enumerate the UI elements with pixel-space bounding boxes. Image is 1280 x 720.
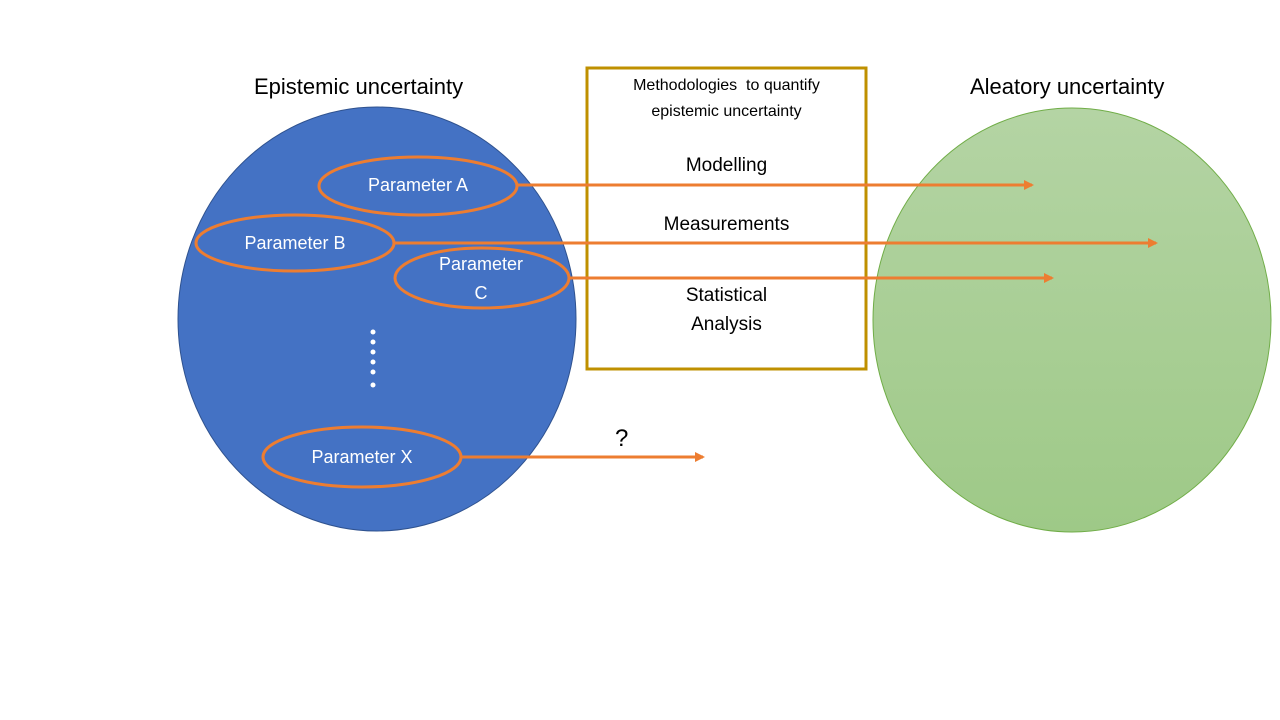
- methodologies-box: [585, 66, 868, 371]
- epistemic-title: Epistemic uncertainty: [254, 74, 464, 99]
- method-analysis: Analysis: [691, 314, 762, 335]
- parameter-x-label: Parameter X: [311, 447, 413, 467]
- method-measurements: Measurements: [663, 214, 790, 235]
- parameter-a-label: Parameter A: [367, 175, 469, 195]
- parameter-x-ellipse: [261, 425, 463, 489]
- aleatory-title: Aleatory uncertainty: [970, 74, 1165, 99]
- vertical-ellipsis-dots: [370, 329, 376, 388]
- parameter-b-ellipse: [194, 213, 396, 273]
- method-modelling: Modelling: [685, 155, 768, 176]
- method-statistical: Statistical: [685, 285, 768, 306]
- methodologies-title-line2: epistemic uncertainty: [651, 103, 802, 120]
- aleatory-circle: [872, 107, 1272, 533]
- methodologies-title: Methodologies to quantify epistemic unce…: [589, 73, 864, 125]
- parameter-b-label: Parameter B: [244, 233, 346, 253]
- parameter-c-ellipse: [393, 246, 571, 310]
- methodologies-title-line1: Methodologies to quantify: [633, 77, 820, 94]
- epistemic-circle: [177, 106, 577, 532]
- unknown-methodology-label: ?: [615, 425, 629, 452]
- parameter-c-label: Parameter C: [438, 254, 524, 303]
- parameter-a-ellipse: [317, 155, 519, 217]
